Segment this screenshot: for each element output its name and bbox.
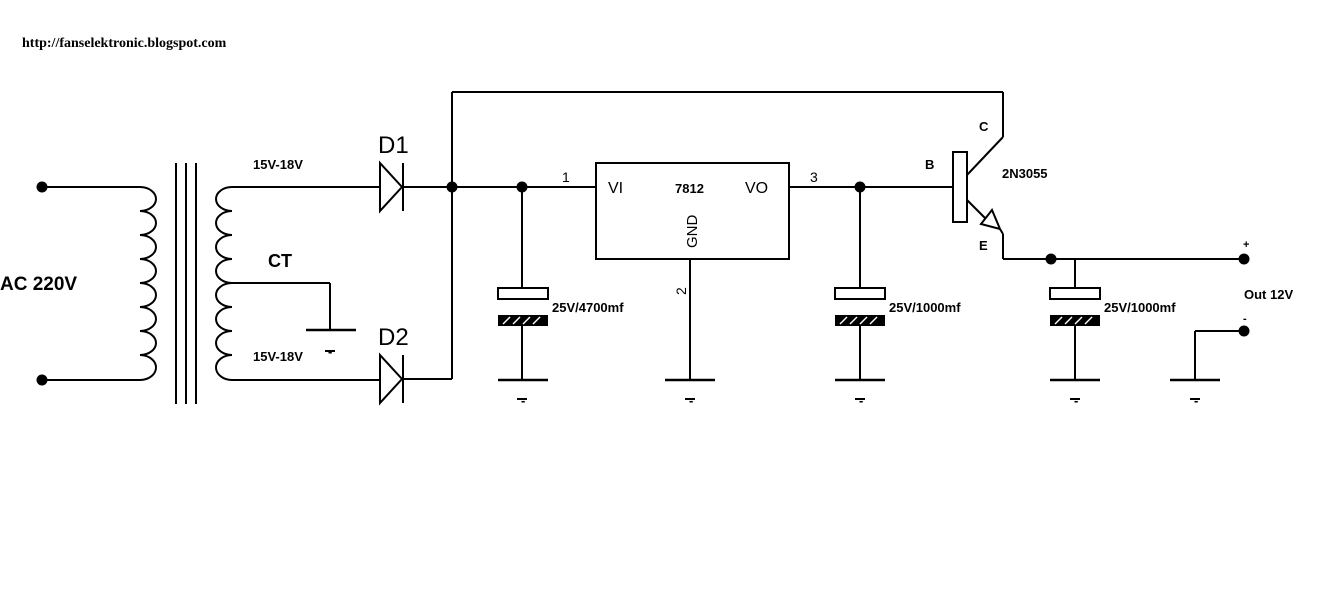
regulator-pin3: 3 — [810, 169, 818, 185]
regulator-body — [595, 162, 790, 260]
ground-mark-output: - — [1194, 393, 1198, 408]
ac-input: AC 220V — [0, 181, 140, 386]
capacitor-c3-negative-plate — [1050, 315, 1100, 326]
capacitor-c3: - 25V/1000mf — [1049, 259, 1176, 408]
regulator-7812: VI 7812 VO GND 2 - — [595, 162, 790, 408]
regulator-pin-gnd: GND — [684, 215, 701, 249]
ground-mark-c3: - — [1074, 393, 1078, 408]
ground-symbols — [325, 350, 1200, 400]
diode-d2: D2 — [378, 324, 452, 406]
capacitor-c1: - 25V/4700mf — [497, 187, 624, 408]
transistor-emitter-lead — [966, 199, 986, 219]
diode-d2-label: D2 — [378, 324, 409, 351]
capacitor-c2-negative-plate — [835, 315, 885, 326]
output-terminals: + Out 12V - - — [1170, 239, 1293, 408]
diode-d1: D1 — [378, 132, 452, 214]
transistor-collector-label: C — [979, 119, 989, 134]
transistor-emitter-arrow — [979, 208, 1002, 231]
transistor-2n3055: C B E 2N3055 — [925, 119, 1048, 259]
ac-input-label: AC 220V — [0, 274, 77, 295]
capacitor-c3-label: 25V/1000mf — [1104, 300, 1176, 315]
capacitor-c2: - 25V/1000mf — [834, 187, 961, 408]
regulator-part: 7812 — [675, 181, 704, 196]
ground-mark-c2: - — [859, 393, 863, 408]
transistor-base-label: B — [925, 157, 934, 172]
regulator-pin1: 1 — [562, 169, 570, 185]
secondary-coil — [215, 186, 233, 381]
regulator-pin-vi: VI — [608, 180, 623, 197]
blog-url: http://fanselektronic.blogspot.com — [22, 36, 227, 51]
diode-d1-label: D1 — [378, 132, 409, 159]
secondary-top-label: 15V-18V — [253, 157, 303, 172]
output-terminal-positive — [1238, 253, 1250, 265]
center-tap-label: CT — [268, 251, 292, 271]
output-plus: + — [1243, 239, 1249, 251]
regulator-pin-vo: VO — [745, 180, 768, 197]
capacitor-c1-negative-plate — [498, 315, 548, 326]
capacitor-c2-label: 25V/1000mf — [889, 300, 961, 315]
ground-mark-c1: - — [521, 393, 525, 408]
output-label: Out 12V — [1244, 287, 1293, 302]
output-minus: - — [1243, 313, 1247, 325]
transistor-part-label: 2N3055 — [1002, 166, 1048, 181]
junction-bus — [446, 181, 458, 193]
capacitor-c1-label: 25V/4700mf — [552, 300, 624, 315]
transformer: 15V-18V 15V-18V CT - — [139, 157, 356, 404]
transistor-emitter-label: E — [979, 238, 988, 253]
transistor-base-bar — [952, 151, 968, 223]
transistor-collector-lead — [966, 136, 1004, 176]
regulator-pin2: 2 — [673, 287, 689, 295]
junction-c3 — [1045, 253, 1057, 265]
ground-mark-regulator: - — [689, 393, 693, 408]
primary-coil — [139, 186, 157, 381]
secondary-bottom-label: 15V-18V — [253, 349, 303, 364]
